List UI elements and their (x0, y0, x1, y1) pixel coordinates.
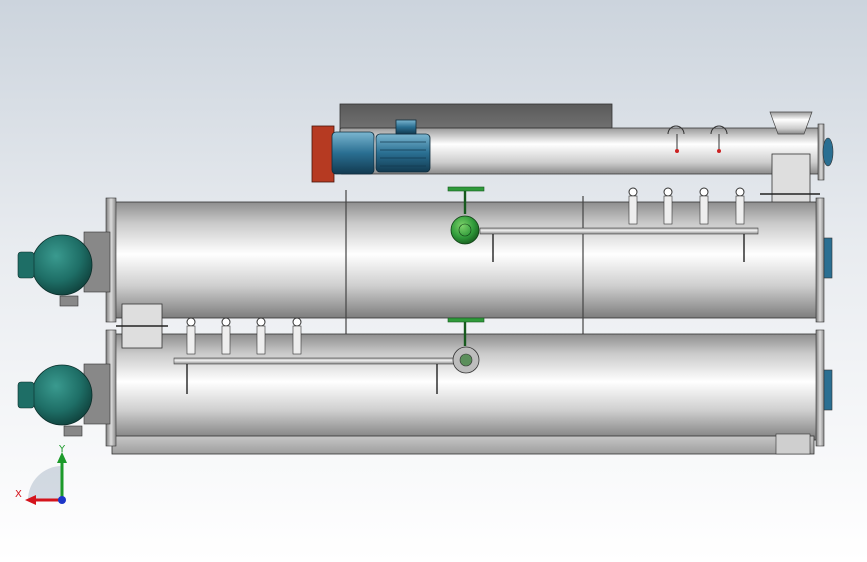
lower-gate-valve[interactable] (447, 317, 485, 374)
x-axis-label: X (15, 489, 22, 500)
upper-shell[interactable] (105, 186, 833, 445)
upper-instrument[interactable] (663, 187, 673, 225)
upper-instrument[interactable] (735, 187, 745, 225)
upper-pump-motor[interactable] (17, 231, 111, 307)
lower-header-pipe (173, 357, 457, 365)
gearbox (331, 131, 375, 175)
coordinate-triad: Y X (15, 444, 67, 505)
lower-instrument[interactable] (256, 317, 266, 355)
lower-shell[interactable] (105, 303, 833, 455)
upper-header-pipe (479, 227, 759, 235)
lower-instrument[interactable] (221, 317, 231, 355)
y-axis-label: Y (58, 444, 66, 455)
lower-instrument[interactable] (186, 317, 196, 355)
terminal-box (395, 119, 417, 135)
upper-gate-valve[interactable] (447, 186, 485, 245)
upper-instrument[interactable] (699, 187, 709, 225)
drive-motor[interactable] (311, 119, 431, 183)
lower-instrument[interactable] (292, 317, 302, 355)
conveyor-sample-port[interactable] (667, 125, 685, 153)
lower-base-frame (111, 435, 815, 455)
conveyor-sample-port[interactable] (710, 125, 728, 153)
lower-right-flange (815, 329, 825, 447)
z-axis-dot (58, 496, 66, 504)
coupling-guard (311, 125, 335, 183)
lower-pump-motor[interactable] (17, 363, 111, 437)
upper-instrument[interactable] (628, 187, 638, 225)
upper-right-flange (815, 197, 825, 323)
conveyor-outlet-funnel (769, 111, 813, 135)
conveyor-end-cap (822, 137, 834, 167)
